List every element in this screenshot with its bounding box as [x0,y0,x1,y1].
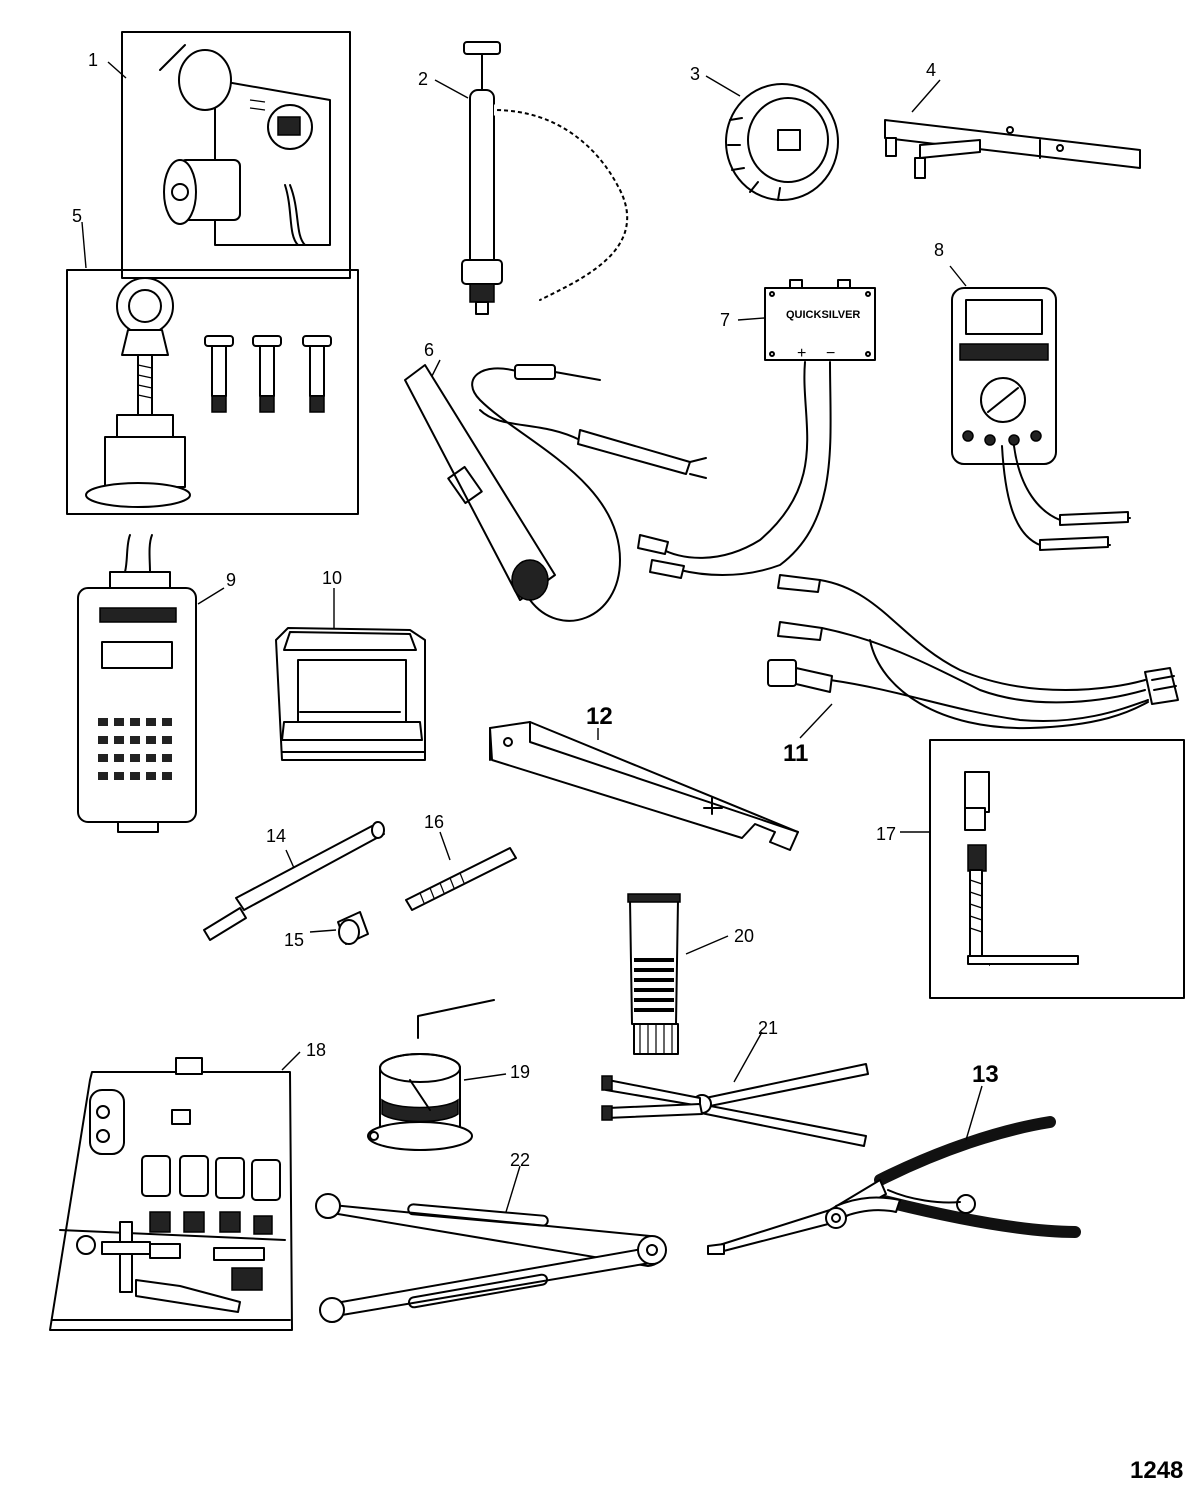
item-11-illustration [767,574,1179,730]
item-7-leader [737,317,765,321]
quicksilver-box-print: QUICKSILVER [786,309,860,321]
item-22-label: 22 [510,1150,530,1170]
item-1-illustration [121,31,351,279]
item-8-leader [949,265,967,287]
item-15-illustration [337,911,369,945]
item-3-leader [705,75,741,97]
item-14-illustration [203,821,385,941]
item-17-illustration [929,739,1185,999]
item-18-label: 18 [306,1040,326,1060]
item-2-illustration [461,41,633,315]
item-22-illustration [315,1193,667,1323]
item-9-label: 9 [226,570,236,590]
item-21-illustration [601,1063,869,1147]
item-20-leader [685,935,729,955]
item-18-leader [281,1051,301,1071]
item-2-leader [434,79,469,99]
item-4-label: 4 [926,60,936,80]
item-7-label: 7 [720,310,730,330]
item-15-leader [309,929,337,933]
item-10-illustration [275,627,426,761]
item-19-label: 19 [510,1062,530,1082]
item-15-label: 15 [284,930,304,950]
item-9-illustration [77,534,197,833]
item-11-label: 11 [783,740,808,767]
item-19-leader [463,1073,507,1081]
item-20-illustration [627,893,681,1055]
item-14-label: 14 [266,826,286,846]
item-11-leader [799,703,833,739]
item-2-label: 2 [418,69,428,89]
item-17-label: 17 [876,824,896,844]
item-16-illustration [405,847,517,911]
item-22-leader [505,1165,521,1213]
item-13-leader [965,1085,983,1141]
item-21-leader [733,1031,763,1083]
item-8-label: 8 [934,240,944,260]
item-5-label: 5 [72,206,82,226]
page-number: 1248 [1130,1457,1183,1484]
item-6-label: 6 [424,340,434,360]
item-18-illustration [49,1057,293,1331]
item-5-leader [81,221,87,269]
item-10-label: 10 [322,568,342,588]
item-19-illustration [367,999,495,1151]
item-13-label: 13 [972,1061,999,1088]
item-4-leader [911,79,941,113]
item-6-illustration [404,364,707,622]
item-12-illustration [489,721,799,851]
item-9-leader [197,587,225,605]
item-14-leader [285,849,295,869]
item-20-label: 20 [734,926,754,946]
item-1-label: 1 [88,50,98,70]
item-3-label: 3 [690,64,700,84]
item-6-leader [431,359,441,377]
item-3-illustration [725,83,839,201]
plus-sign: + [797,345,806,362]
item-12-label: 12 [586,703,613,730]
item-7-illustration: QUICKSILVER + − [637,279,876,579]
item-16-leader [439,831,451,861]
item-16-label: 16 [424,812,444,832]
item-21-label: 21 [758,1018,778,1038]
item-1-leader [107,61,127,79]
minus-sign: − [826,345,835,362]
item-5-illustration [66,269,359,515]
item-13-illustration [707,1116,1081,1255]
item-4-illustration [884,119,1141,179]
item-8-illustration [951,287,1131,551]
